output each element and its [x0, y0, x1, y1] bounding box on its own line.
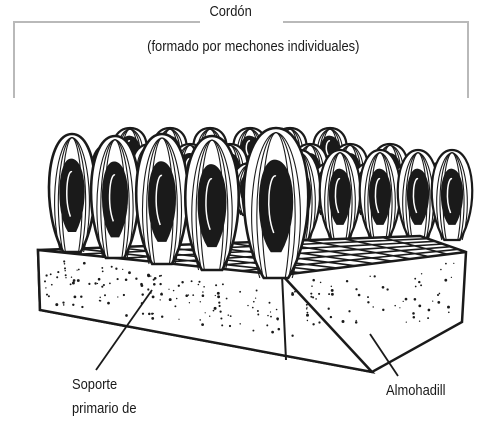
- primary-backing-label-line1: Soporte: [72, 376, 117, 394]
- cord-title: Cordón: [209, 3, 251, 21]
- front-tuft-loop: [244, 128, 308, 278]
- primary-backing-label-line2: primario de: [72, 400, 137, 418]
- back-tuft-loop: [432, 150, 473, 240]
- front-tuft-loop: [136, 134, 188, 264]
- back-tuft-loop: [360, 150, 401, 240]
- cord-subtitle: (formado por mechones individuales): [147, 38, 358, 56]
- front-tuft-loop: [91, 136, 139, 258]
- back-tuft-loop: [320, 150, 361, 240]
- front-tuft-loop: [49, 134, 95, 252]
- front-tuft-loop: [185, 136, 238, 270]
- cord-bracket: [14, 22, 468, 98]
- padding-label: Almohadill: [386, 382, 446, 400]
